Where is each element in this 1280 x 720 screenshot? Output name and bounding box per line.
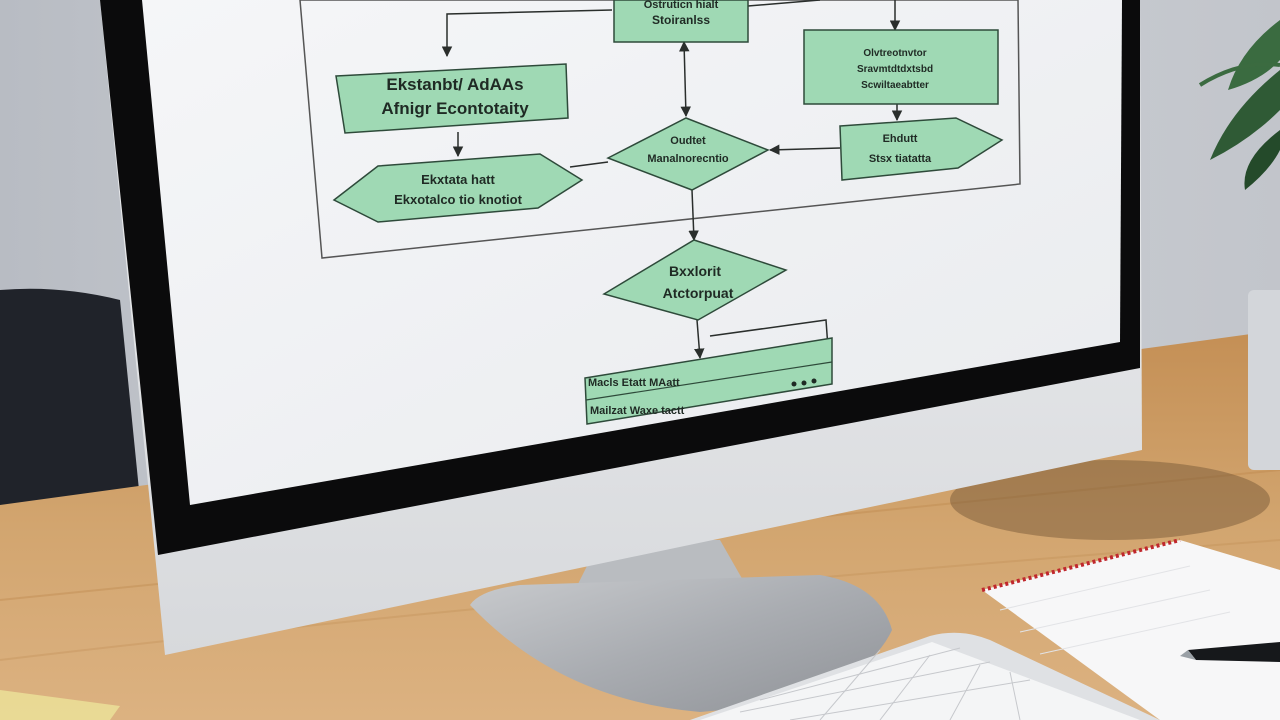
node-hexagon [332, 153, 584, 223]
node-process-left-line1: Ekstanbt/ AdAAs [386, 75, 523, 94]
node-right-box [803, 29, 999, 105]
node-bottom-bar-divider [585, 361, 833, 401]
node-right-box-line1: Olvtreotnvtor [863, 48, 926, 59]
pen [1180, 642, 1280, 662]
connector-center-to-bottom [688, 189, 699, 242]
connector-left-top [441, 9, 613, 58]
chair-silhouette [0, 288, 140, 520]
node-top-box [613, 0, 749, 43]
node-top-box-sublabel: Stoiranlss [652, 13, 710, 27]
desk-shadow [950, 460, 1270, 540]
node-hexagon-line2: Ekxotalco tio knotiot [394, 192, 523, 207]
node-arrow-box-line1: Ehdutt [883, 133, 918, 145]
node-bottom-bar-line2: Mailzat Waxe tactt [590, 405, 685, 417]
connector-bottom-to-bar [694, 319, 705, 360]
node-hexagon-line1: Ekxtata hatt [421, 172, 495, 187]
node-right-box-line2: Sravmtdtdxtsbd [857, 64, 933, 75]
node-bottom-bar-dot-3 [811, 378, 817, 384]
notebook [981, 538, 1280, 720]
node-decision-center [606, 117, 770, 191]
node-process-left [335, 63, 569, 134]
node-top-box-label: Ostruticn hialt [644, 0, 719, 11]
flowchart: Ostruticn hialt Stoiranlss Ekstanbt/ AdA… [299, 0, 1021, 425]
node-bottom-bar-line1: Macls Etatt MAatt [588, 377, 680, 389]
plant [1198, 20, 1280, 470]
node-arrow-box [839, 117, 1004, 181]
connector-top-to-center [679, 40, 691, 118]
connector-arrowbox-to-center [768, 144, 841, 155]
monitor-stand-base [470, 575, 892, 712]
node-right-box-line3: Scwiltaeabtter [861, 80, 929, 91]
connector-center-to-hexagon [569, 161, 609, 168]
flowchart-frame [299, 0, 1021, 259]
node-decision-bottom-line2: Atctorpuat [663, 285, 734, 301]
node-bottom-bar-dot-1 [791, 381, 797, 387]
node-bottom-bar-dot-2 [801, 380, 807, 386]
node-arrow-box-line2: Stsx tiatatta [869, 153, 932, 165]
node-decision-center-line2: Manalnorecntio [647, 153, 729, 165]
node-decision-bottom [602, 239, 788, 321]
node-decision-center-line1: Oudtet [670, 135, 706, 147]
node-decision-bottom-line1: Bxxlorit [669, 263, 721, 279]
sticky-note [0, 690, 120, 720]
keyboard [690, 632, 1160, 720]
connector-top-right [747, 0, 821, 7]
node-process-left-line2: Afnigr Econtotaity [381, 99, 529, 118]
